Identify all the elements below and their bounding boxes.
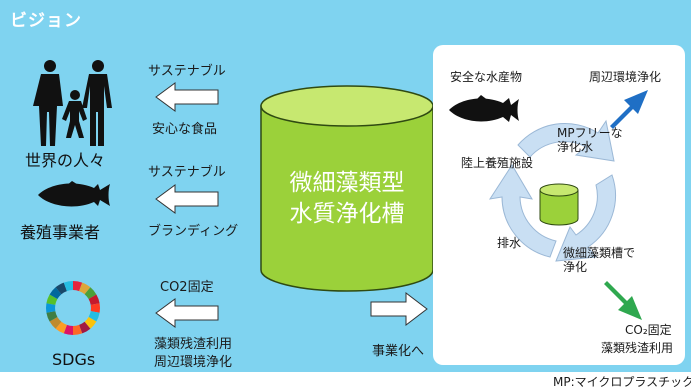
mp-free-label: MPフリーな 浄化水 xyxy=(557,126,623,154)
tank-label-line2: 水質浄化槽 xyxy=(289,201,405,227)
tank-label-line1: 微細藻類型 xyxy=(289,170,405,196)
algae-tank-label: 微細藻類槽で 浄化 xyxy=(563,246,635,274)
algae-tank-cylinder xyxy=(260,85,434,292)
cycle-arrows xyxy=(488,119,616,262)
fish-icon xyxy=(38,181,110,207)
algae-tank-line2: 浄化 xyxy=(563,260,588,274)
slide-title: ビジョン xyxy=(10,11,82,31)
sdgs-label: SDGs xyxy=(52,350,96,369)
residue-use-label: 藻類残渣利用 xyxy=(601,341,674,355)
small-tank-icon xyxy=(539,183,579,226)
people-icon xyxy=(33,60,112,146)
people-label: 世界の人々 xyxy=(25,151,106,170)
sdgs-wheel-icon xyxy=(45,280,101,336)
co2-fix-label: CO₂固定 xyxy=(625,323,672,337)
mp-free-line2: 浄化水 xyxy=(557,140,594,154)
drainage-label: 排水 xyxy=(497,236,522,250)
blue-arrow-up-right-icon xyxy=(610,90,648,129)
arrow-top-label-below: 安心な食品 xyxy=(152,122,218,137)
footnote: MP:マイクロプラスチック xyxy=(553,375,691,389)
arrow-bottom-label-below-1: 藻類残渣利用 xyxy=(154,337,233,352)
arrow-left-middle-icon xyxy=(155,184,219,214)
arrow-bottom-label-above: CO2固定 xyxy=(160,280,214,295)
env-purify-label: 周辺環境浄化 xyxy=(589,70,662,84)
arrow-left-top-icon xyxy=(155,82,219,112)
business-label: 事業化へ xyxy=(372,344,425,359)
green-arrow-down-right-icon xyxy=(604,281,642,320)
arrow-left-bottom-icon xyxy=(155,298,219,328)
arrow-middle-label-above: サステナブル xyxy=(148,165,226,180)
safe-seafood-label: 安全な水産物 xyxy=(450,70,523,84)
farmer-label: 養殖事業者 xyxy=(20,223,101,242)
arrow-right-business-icon xyxy=(370,292,428,326)
arrow-top-label-above: サステナブル xyxy=(148,64,226,79)
tank-label: 微細藻類型 水質浄化槽 xyxy=(262,168,432,230)
land-farm-label: 陸上養殖施設 xyxy=(461,156,534,170)
mp-free-line1: MPフリーな xyxy=(557,126,623,140)
arrow-bottom-label-below-2: 周辺環境浄化 xyxy=(154,355,233,370)
fish-right-icon xyxy=(449,95,519,122)
algae-tank-line1: 微細藻類槽で xyxy=(563,246,636,260)
arrow-middle-label-below: ブランディング xyxy=(148,224,239,239)
